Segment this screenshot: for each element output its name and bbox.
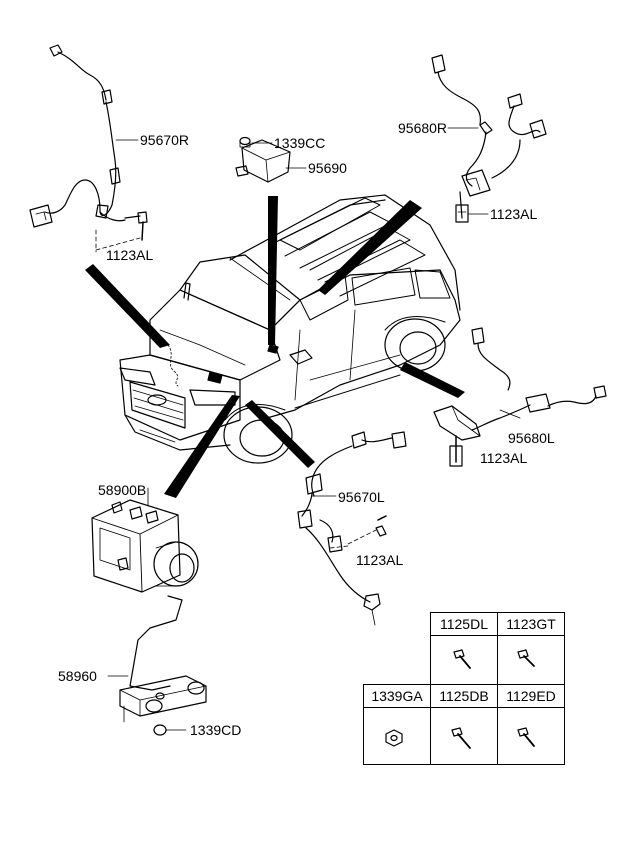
label-95690: 95690: [308, 160, 347, 176]
table-icon-cell-1125dl: [430, 635, 498, 685]
label-95680r: 95680R: [398, 120, 448, 136]
label-95670l: 95670L: [338, 489, 385, 505]
table-icon-cell-1125db: [430, 707, 498, 765]
table-header-1125db: 1125DB: [430, 684, 498, 708]
label-1123al-rear-left: 1123AL: [480, 450, 528, 466]
label-1123al-rear-right: 1123AL: [490, 206, 538, 222]
label-58960: 58960: [58, 668, 97, 684]
label-1123al-front-left: 1123AL: [356, 552, 404, 568]
table-icon-cell-1123gt: [497, 635, 565, 685]
table-header-1123gt: 1123GT: [497, 612, 565, 636]
abs-hydraulic-unit: [91, 487, 199, 593]
pointer-wedges: [85, 196, 465, 498]
speed-sensor-rear-right: [431, 54, 547, 223]
table-icon-cell-1339ga: [363, 707, 431, 765]
abs-bracket: [107, 595, 207, 736]
label-1123al-front-right: 1123AL: [106, 247, 154, 263]
speed-sensor-front-left: [297, 431, 407, 626]
hardware-table: 1125DL 1123GT 1339GA 1125DB 1129ED: [363, 612, 565, 765]
table-icon-cell-1129ed: [497, 707, 565, 765]
speed-sensor-front-right: [29, 44, 148, 253]
yaw-rate-sensor: [235, 136, 307, 183]
table-header-1339ga: 1339GA: [363, 684, 431, 708]
speed-sensor-rear-left: [433, 327, 607, 467]
table-header-1125dl: 1125DL: [430, 612, 498, 636]
label-95680l: 95680L: [508, 430, 555, 446]
vehicle-illustration: [119, 194, 461, 464]
label-58900b: 58900B: [98, 482, 147, 498]
table-empty-cell: [364, 613, 431, 636]
table-header-1129ed: 1129ED: [497, 684, 565, 708]
label-1339cd: 1339CD: [190, 722, 242, 738]
label-95670r: 95670R: [140, 132, 190, 148]
label-1339cc: 1339CC: [274, 135, 326, 151]
table-empty-cell: [364, 636, 431, 685]
